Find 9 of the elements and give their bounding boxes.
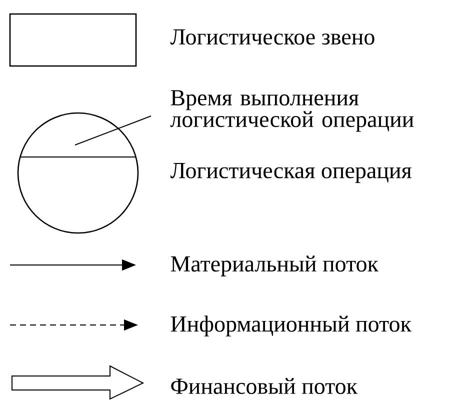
legend-label: Материальный поток: [170, 256, 378, 276]
annotation-text: Время выполнения логистической операции: [170, 90, 414, 132]
leader-line: [74, 116, 152, 146]
split-circle: [17, 112, 139, 234]
legend-label: Логистическая операция: [170, 163, 412, 183]
legend-label: Логистическое звено: [170, 29, 374, 45]
legend-label: Информационный поток: [170, 316, 412, 336]
rectangle-symbol: [9, 13, 137, 67]
legend-label: Финансовый поток: [171, 378, 358, 394]
